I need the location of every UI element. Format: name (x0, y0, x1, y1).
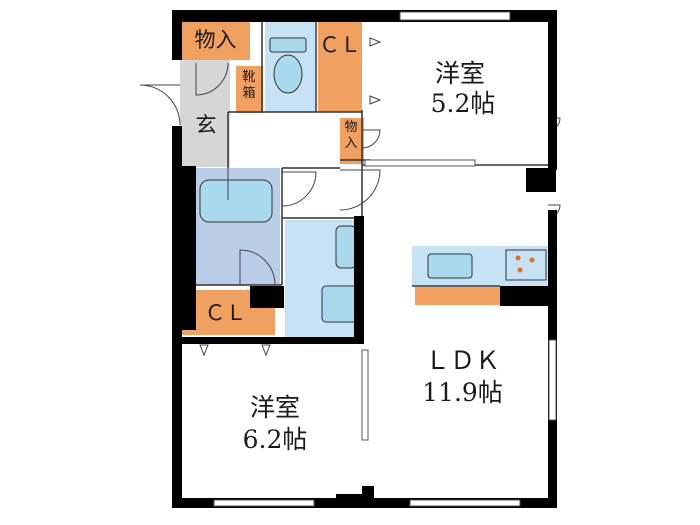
fixtures (199, 37, 547, 323)
burner-icon (529, 257, 535, 263)
windows (213, 11, 557, 507)
bathtub (199, 179, 273, 223)
washroom-door (281, 171, 317, 207)
storage-door (195, 62, 229, 96)
closet-markers (199, 37, 382, 357)
closet-left-label: ＣＬ (204, 301, 247, 325)
ldk-door (339, 169, 381, 211)
burner-icon (517, 267, 523, 273)
western-top-area: 5.2帖 (430, 89, 496, 118)
western-top-name: 洋室 (434, 59, 485, 88)
ldk-name: ＬＤＫ (424, 346, 500, 375)
storage-small-door (361, 129, 381, 149)
kitchen-cabinet (415, 287, 500, 305)
storage-top (180, 22, 250, 60)
stove (505, 249, 547, 281)
toilet-tank (269, 37, 307, 53)
kitchen-sink (427, 253, 473, 279)
entrance-door (139, 84, 181, 126)
storage-small-label: 物入 (344, 120, 358, 151)
closet-top (318, 20, 362, 112)
storage-small (340, 118, 364, 164)
western-bottom-area: 6.2帖 (242, 425, 308, 454)
burner-icon (515, 255, 521, 261)
western-bottom-name: 洋室 (249, 393, 300, 422)
door-swings (139, 62, 561, 286)
entrance-label: 玄 (195, 113, 217, 137)
washing-machine (321, 285, 359, 323)
closet-top-label: ＣＬ (319, 33, 361, 57)
bath-door (239, 249, 276, 286)
storage-top-label: 物入 (194, 28, 237, 52)
entrance-floor (180, 60, 230, 167)
shoe-box-label: 靴箱 (242, 70, 256, 101)
toilet-bowl (273, 54, 303, 94)
ldk-area: 11.9帖 (422, 378, 503, 407)
shoe-box (236, 66, 263, 113)
washbasin (335, 225, 357, 269)
